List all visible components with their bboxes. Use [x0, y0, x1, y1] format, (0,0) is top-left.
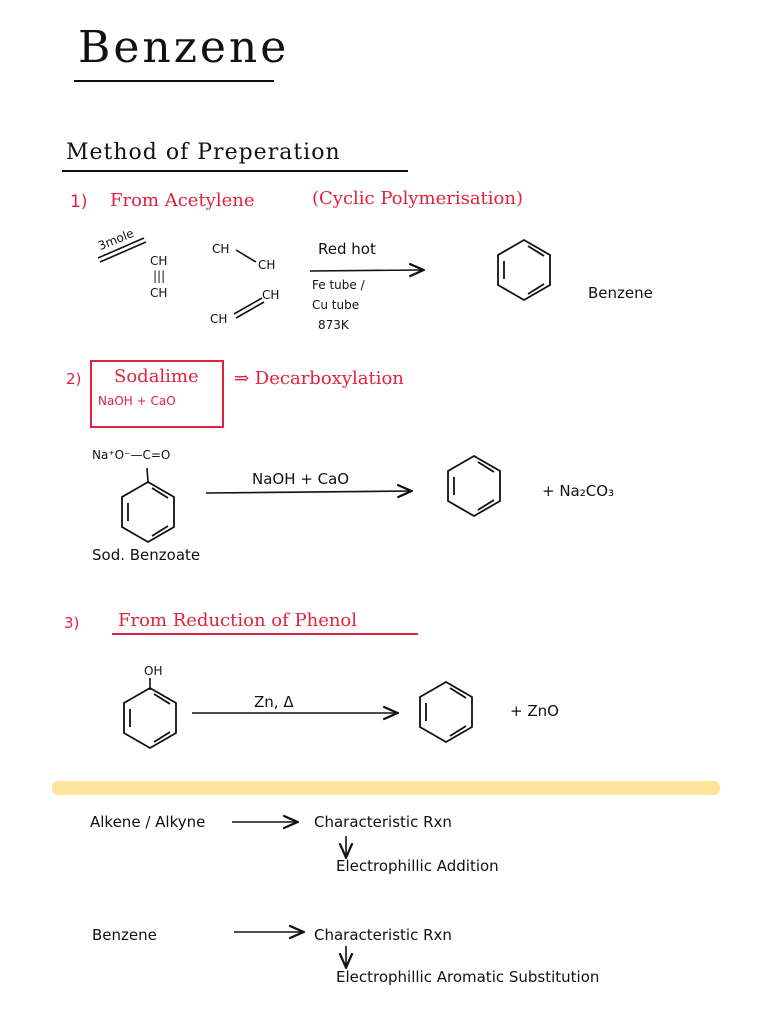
benzoate-bond — [146, 467, 149, 483]
highlight-divider — [52, 781, 720, 795]
acetylene-ch-f: CH — [210, 312, 228, 326]
method2-reagent: NaOH + CaO — [98, 394, 176, 408]
method3-byproduct: + ZnO — [510, 702, 559, 720]
acetylene-ch-e: CH — [262, 288, 280, 302]
method2-arrow — [205, 491, 410, 493]
method2-number: 2) — [66, 370, 82, 388]
benzene-ring-phenol — [123, 686, 177, 750]
acetylene-ch-a: CH — [150, 254, 168, 268]
triple-bond: ||| — [153, 269, 166, 283]
method1-heading: From Acetylene — [110, 190, 255, 211]
method2-condition: NaOH + CaO — [252, 470, 350, 488]
benzene-ring-benzoate — [121, 480, 175, 544]
benzene-ring-product-2 — [447, 454, 501, 518]
notes-alkene-alkyne: Alkene / Alkyne — [90, 813, 206, 831]
benzene-ring-product-3 — [419, 680, 473, 744]
title-underline — [74, 80, 274, 82]
product-benzene-label: Benzene — [588, 284, 653, 302]
sodalime-box — [90, 360, 224, 428]
acetylene-ch-d: CH — [258, 258, 276, 272]
method1-number: 1) — [70, 192, 88, 212]
phenol-oh: OH — [144, 664, 163, 678]
method2-arrow-text: ⇒ Decarboxylation — [234, 368, 404, 389]
mole-strike-1 — [97, 237, 145, 259]
section-underline — [62, 170, 408, 172]
method2-byproduct: + Na₂CO₃ — [542, 482, 615, 500]
method3-condition: Zn, Δ — [254, 693, 294, 711]
section-title: Method of Preperation — [66, 140, 341, 165]
condition-fe-tube: Fe tube / — [312, 278, 365, 292]
notes-benzene: Benzene — [92, 926, 157, 944]
benzene-ring-product-1 — [497, 238, 551, 302]
acetylene-ch-c: CH — [212, 242, 230, 256]
page-title: Benzene — [78, 22, 290, 73]
notes-row1-electrophillic: Electrophillic Addition — [336, 857, 499, 875]
method1-arrow — [309, 270, 422, 271]
notes-row2-electrophillic: Electrophillic Aromatic Substitution — [336, 968, 600, 986]
mole-strike-2 — [99, 241, 147, 263]
condition-temperature: 873K — [318, 318, 349, 332]
condition-red-hot: Red hot — [318, 240, 376, 258]
condition-cu-tube: Cu tube — [312, 298, 360, 312]
notes-row2-characteristic: Characteristic Rxn — [314, 926, 452, 944]
acetylene-ch-b: CH — [150, 286, 168, 300]
method3-heading: From Reduction of Phenol — [118, 610, 358, 631]
method1-subheading: (Cyclic Polymerisation) — [312, 188, 523, 209]
method2-heading: Sodalime — [114, 366, 199, 387]
acetylene-bond-upper — [235, 249, 257, 263]
notes-row1-characteristic: Characteristic Rxn — [314, 813, 452, 831]
acetylene-bond-lower-1 — [233, 297, 263, 315]
method3-number: 3) — [64, 614, 80, 632]
acetylene-bond-lower-2 — [235, 301, 265, 319]
benzoate-substituent: Na⁺O⁻—C=O — [92, 448, 171, 462]
reactant-name: Sod. Benzoate — [92, 546, 201, 564]
